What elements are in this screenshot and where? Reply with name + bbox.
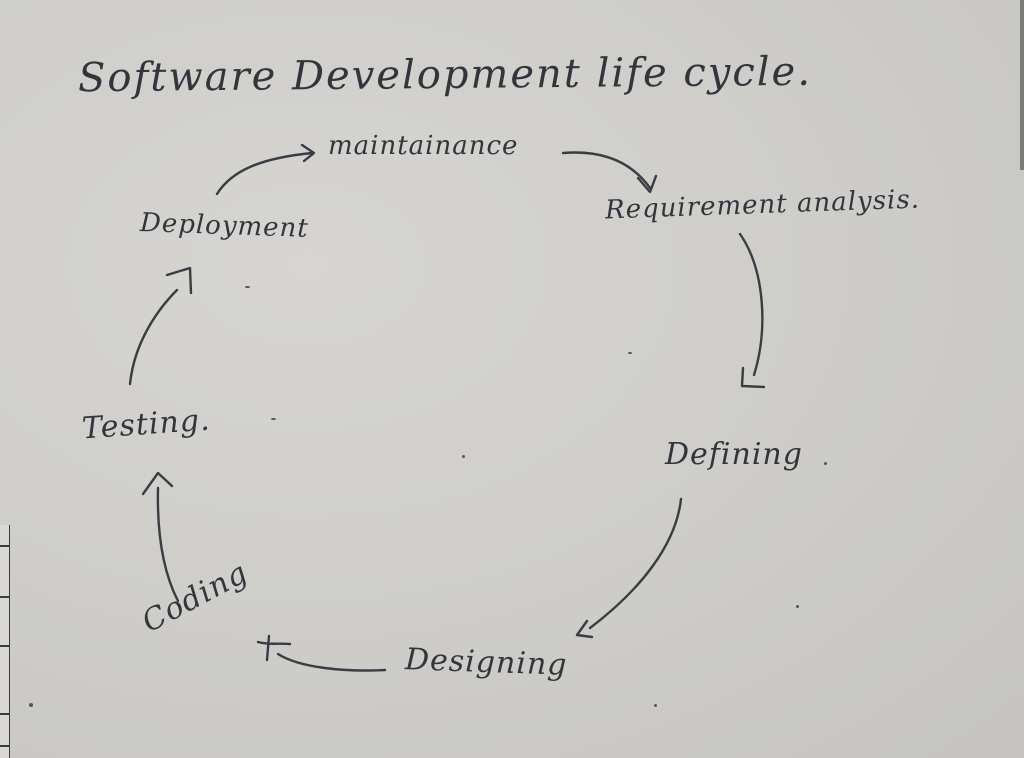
page-line: [0, 713, 9, 715]
stage-maintenance: maintainance: [328, 131, 519, 161]
page-line: [0, 645, 9, 647]
stage-designing: Designing: [404, 642, 569, 683]
ink-speck: [628, 352, 632, 354]
stage-defining: Defining: [665, 437, 803, 472]
paper-edge-shadow: [1020, 0, 1024, 170]
arrow-deployment-to-maintenance: [215, 143, 316, 196]
page-line: [0, 596, 9, 598]
diagram-title: Software Development life cycle.: [77, 48, 813, 102]
arrow-designing-to-coding: [256, 634, 387, 672]
page-line: [0, 545, 9, 547]
ink-speck: [245, 286, 250, 288]
ink-speck: [271, 418, 276, 420]
arrow-testing-to-deployment: [128, 266, 193, 386]
underlying-page-edge: [0, 525, 10, 758]
stage-deployment: Deployment: [139, 208, 310, 244]
arrow-maintenance-to-requirement: [561, 151, 658, 194]
ink-speck: [824, 462, 827, 465]
arrow-requirement-to-defining: [738, 232, 766, 389]
arrow-coding-to-testing: [141, 471, 180, 603]
arrow-defining-to-designing: [575, 497, 683, 639]
stage-testing: Testing.: [80, 402, 212, 447]
ink-speck: [29, 703, 33, 707]
ink-speck: [654, 704, 657, 707]
ink-speck: [796, 605, 799, 608]
page-line: [0, 745, 9, 747]
ink-speck: [462, 455, 465, 458]
